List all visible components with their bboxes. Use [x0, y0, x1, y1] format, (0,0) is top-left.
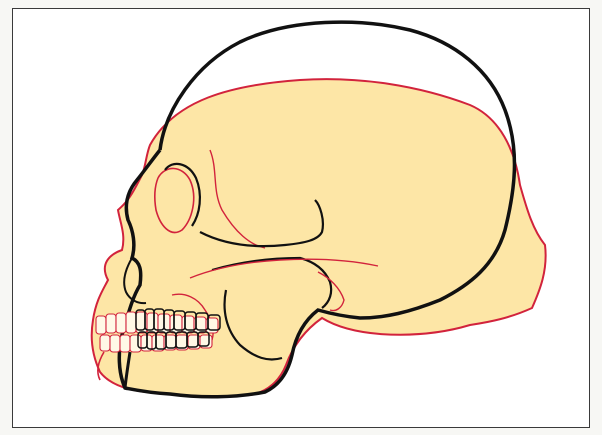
skull-comparison-figure — [0, 0, 602, 435]
